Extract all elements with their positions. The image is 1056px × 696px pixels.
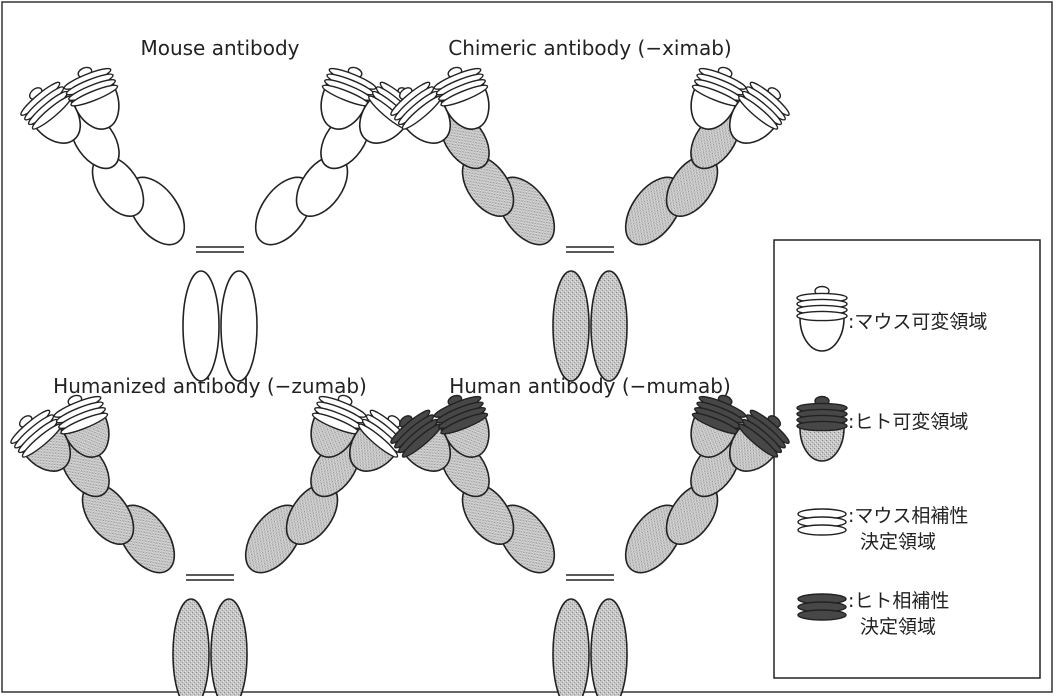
panel-title: Humanized antibody (−zumab)	[53, 374, 367, 398]
heavy-chain-fc	[591, 271, 627, 381]
heavy-chain-fc	[221, 271, 257, 381]
cdr-loop	[797, 311, 847, 320]
antibody-humanized	[4, 387, 417, 696]
panel-human: Human antibody (−mumab)	[449, 374, 731, 398]
heavy-chain-fc	[553, 271, 589, 381]
cdr-icon	[798, 610, 846, 620]
legend-swatch	[798, 509, 846, 535]
legend-label: :マウス可変領域	[848, 311, 987, 333]
antibody-human	[384, 387, 797, 696]
panel-title: Mouse antibody	[140, 36, 299, 60]
cdr-icon	[798, 525, 846, 535]
heavy-chain-fc	[553, 599, 589, 696]
heavy-chain-fc	[211, 599, 247, 696]
antibody-chimeric	[384, 59, 797, 381]
antibody-mouse	[14, 59, 427, 381]
panel-title: Chimeric antibody (−ximab)	[448, 36, 731, 60]
panel-chimeric: Chimeric antibody (−ximab)	[448, 36, 731, 60]
heavy-chain-fc	[591, 599, 627, 696]
legend-label: :マウス相補性	[848, 505, 968, 527]
cdr-loop	[797, 421, 847, 430]
panel-humanized: Humanized antibody (−zumab)	[53, 374, 367, 398]
legend-swatch	[798, 594, 846, 620]
legend-label: :ヒト相補性	[848, 590, 949, 612]
heavy-chain-fc	[173, 599, 209, 696]
legend-label: :ヒト可変領域	[848, 411, 968, 433]
legend-box: :マウス可変領域 :ヒト可変領域 :マウス相補性 決定領域 :ヒト相補性 決定領…	[774, 240, 1040, 678]
panel-mouse: Mouse antibody	[140, 36, 299, 60]
heavy-chain-fc	[183, 271, 219, 381]
legend-label: 決定領域	[860, 531, 936, 553]
legend-label: 決定領域	[860, 616, 936, 638]
panel-title: Human antibody (−mumab)	[449, 374, 731, 398]
